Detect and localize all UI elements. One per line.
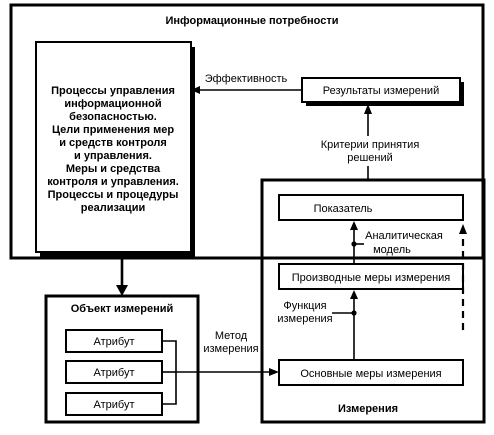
information-needs-title: Информационные потребности — [166, 15, 339, 27]
method-arrowhead — [269, 368, 279, 376]
processes-line-5: и средств контроля — [59, 137, 167, 149]
derived-measures-label: Производные меры измерения — [292, 272, 451, 284]
processes-line-1: Процессы управления — [51, 85, 175, 97]
method-label-line-1: Метод — [215, 330, 248, 342]
analytic-model-label-line-1: Аналитическая — [365, 230, 443, 242]
processes-box — [35, 41, 192, 253]
effectiveness-label: Эффективность — [205, 73, 288, 85]
processes-line-7: Меры и средства — [66, 163, 161, 175]
base-measures-label: Основные меры измерения — [300, 368, 441, 380]
criteria-label-line-2: решений — [347, 152, 393, 164]
measurement-function-label-line-2: измерения — [277, 313, 332, 325]
derived-to-indicator-arrowhead — [350, 221, 358, 230]
feedback-dashed-arrowhead — [459, 224, 467, 234]
measurements-frame — [260, 178, 486, 424]
processes-line-8: контроля и управления. — [47, 176, 179, 188]
derived-measures-box — [278, 263, 464, 290]
base-to-derived-arrowhead — [350, 290, 358, 299]
indicator-box — [278, 194, 464, 221]
attribute-label-2: Атрибут — [94, 367, 135, 379]
processes-line-4: Цели применения мер — [52, 124, 174, 136]
criteria-arrowhead — [364, 104, 372, 114]
processes-line-6: и управления. — [74, 150, 152, 162]
method-label-line-2: измерения — [203, 343, 258, 355]
measurements-title: Измерения — [338, 403, 398, 415]
attribute-label-1: Атрибут — [94, 336, 135, 348]
criteria-label-bg — [300, 136, 440, 166]
processes-line-3: безопасностью. — [69, 111, 157, 123]
object-title: Объект измерений — [71, 303, 174, 315]
base-measures-box — [278, 359, 464, 386]
measurement-function-label-line-1: Функция — [283, 300, 326, 312]
analytic-model-label-line-2: модель — [373, 244, 411, 256]
effectiveness-arrowhead — [191, 86, 200, 94]
results-box — [301, 77, 461, 103]
processes-line-2: информационной — [64, 98, 161, 110]
attribute-label-3: Атрибут — [94, 399, 135, 411]
indicator-label: Показатель — [314, 203, 373, 215]
processes-line-9: Процессы и процедуры — [48, 189, 179, 201]
processes-text: Процессы управления информационной безоп… — [47, 85, 179, 214]
criteria-label-line-1: Критерии принятия — [321, 139, 420, 151]
needs-to-object-arrowhead — [116, 285, 128, 296]
processes-line-10: реализации — [81, 202, 145, 214]
information-needs-frame — [9, 3, 485, 260]
results-label: Результаты измерений — [323, 85, 439, 97]
